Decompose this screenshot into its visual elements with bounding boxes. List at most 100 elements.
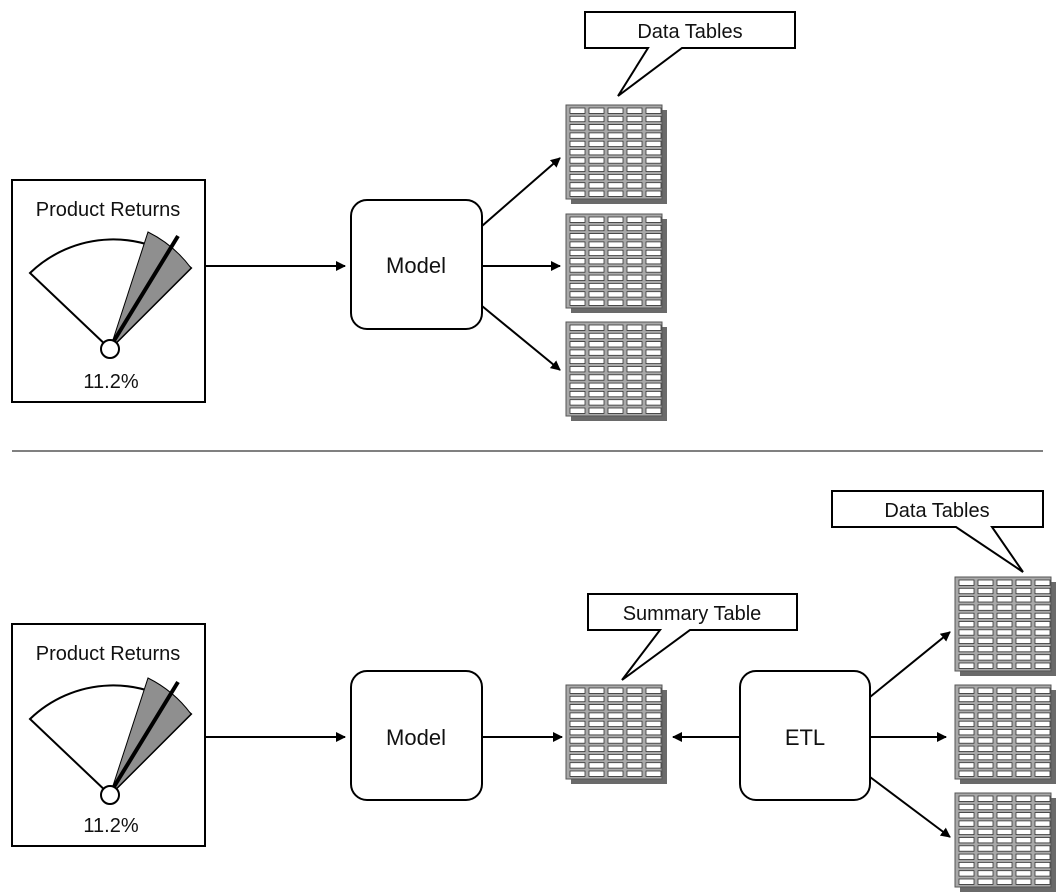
table-cell (607, 729, 624, 736)
table-cell (1034, 828, 1051, 836)
table-cell (645, 687, 662, 694)
table-cell (607, 157, 624, 164)
table-cell (569, 407, 586, 414)
table-cell (626, 382, 643, 389)
table-cell (588, 157, 605, 164)
table-cell (626, 107, 643, 114)
bottom-gauge-hub (100, 785, 120, 805)
table-cell (626, 770, 643, 777)
table-cell (626, 124, 643, 131)
table-cell (1015, 828, 1032, 836)
table-cell (588, 299, 605, 306)
top-diagram: Product Returns 11.2% Model Data (11, 11, 796, 421)
bottom-data-table-1 (954, 576, 1056, 676)
table-cell (958, 795, 975, 802)
table-cell (607, 341, 624, 348)
table-cell (996, 762, 1013, 769)
table-cell (977, 621, 994, 628)
table-cell (607, 382, 624, 389)
table-cell (569, 165, 586, 172)
table-cell (1015, 629, 1032, 636)
table-cell (626, 132, 643, 139)
table-cell (588, 341, 605, 348)
table-cell (996, 795, 1013, 802)
table-cell (958, 737, 975, 744)
table-cell (1034, 720, 1051, 728)
table-cell (958, 662, 975, 669)
table-cell (569, 332, 586, 340)
table-cell (996, 770, 1013, 777)
table-cell (1034, 820, 1051, 827)
table-cell (569, 754, 586, 761)
top-callout-bubble (584, 11, 796, 97)
table-cell (996, 687, 1013, 694)
table-cell (958, 745, 975, 752)
table-cell (1015, 812, 1032, 819)
table-cell (607, 762, 624, 769)
table-cell (977, 795, 994, 802)
table-cell (977, 604, 994, 611)
table-cell (1015, 820, 1032, 827)
table-cell (569, 357, 586, 365)
table-cell (607, 107, 624, 114)
table-cell (569, 266, 586, 273)
table-cell (569, 745, 586, 752)
table-cell (588, 399, 605, 406)
table-cell (588, 754, 605, 761)
table-cell (607, 390, 624, 398)
bottom-model-label: Model (386, 725, 446, 750)
bottom-summary-callout-bubble (587, 593, 798, 681)
table-cell (977, 845, 994, 852)
table-cell (626, 157, 643, 164)
table-cell (1015, 587, 1032, 595)
table-cell (626, 282, 643, 290)
table-cell (626, 366, 643, 373)
top-data-tables-callout: Data Tables (584, 11, 796, 97)
top-data-table-1 (565, 104, 667, 204)
table-cell (996, 853, 1013, 860)
table-cell (996, 845, 1013, 852)
table-cell (626, 299, 643, 306)
table-cell (569, 216, 586, 223)
table-cell (645, 374, 662, 381)
table-cell (958, 604, 975, 611)
table-cell (588, 382, 605, 389)
table-cell (588, 407, 605, 414)
table-cell (588, 357, 605, 365)
table-cell (958, 729, 975, 736)
table-cell (626, 140, 643, 147)
top-gauge-panel: Product Returns 11.2% (11, 179, 206, 403)
table-cell (1015, 754, 1032, 761)
table-cell (607, 704, 624, 711)
table-cell (569, 366, 586, 373)
table-cell (569, 182, 586, 189)
bottom-diagram: Product Returns 11.2% Model Summary Tabl… (11, 490, 1056, 892)
table-cell (958, 629, 975, 636)
table-cell (1015, 596, 1032, 603)
bottom-etl-box (739, 670, 871, 801)
table-cell (1034, 729, 1051, 736)
table-cell (645, 341, 662, 348)
table-cell (1034, 621, 1051, 628)
table-cell (645, 390, 662, 398)
table-cell (569, 291, 586, 298)
table-cell (996, 704, 1013, 711)
table-cell (588, 687, 605, 694)
table-cell (607, 687, 624, 694)
table-cell (958, 878, 975, 885)
table-cell (1034, 870, 1051, 877)
table-cell (588, 258, 605, 265)
top-gauge-value: 11.2% (83, 371, 138, 393)
bottom-callout-bubble (831, 490, 1044, 573)
table-cell (645, 382, 662, 389)
table-cell (1015, 695, 1032, 703)
table-cell (626, 357, 643, 365)
table-cell (626, 729, 643, 736)
table-cell (588, 291, 605, 298)
table-cell (645, 157, 662, 164)
table-cell (977, 853, 994, 860)
table-cell (607, 149, 624, 156)
table-cell (958, 720, 975, 728)
table-cell (977, 878, 994, 885)
